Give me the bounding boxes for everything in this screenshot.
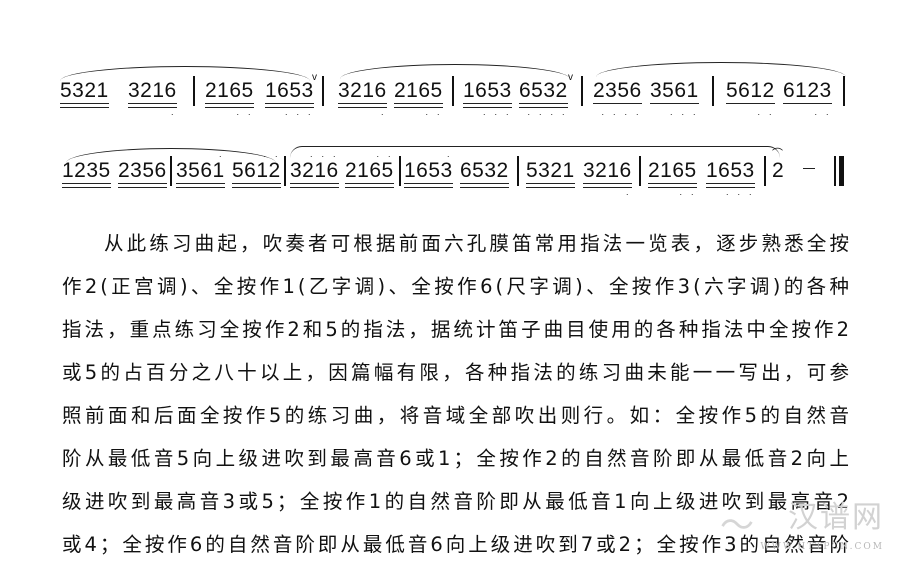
low-octave-dots: · — [380, 109, 387, 119]
note-group: 1653 · · · — [706, 159, 755, 199]
watermark-swirl-icon: 〜 — [720, 506, 754, 546]
high-octave-dots: · — [446, 151, 453, 161]
low-octave-dots: · · · · — [527, 109, 568, 119]
note-group: 3216 · — [128, 79, 177, 119]
slur — [340, 64, 570, 79]
low-octave-dots: · · — [425, 109, 443, 119]
low-octave-dots: · · — [679, 189, 697, 199]
note-group: · · · 3216 — [290, 152, 339, 194]
low-octave-dots: · · — [814, 109, 832, 119]
slur — [66, 148, 276, 163]
high-octave-dots: · · — [263, 151, 281, 161]
slur — [290, 146, 780, 161]
bar-line — [517, 156, 519, 186]
bar-line — [764, 156, 766, 186]
note-group: 3561 · · · — [650, 79, 699, 119]
note-group: · · 5612 — [232, 152, 281, 194]
note-group: 3216 · — [583, 159, 632, 199]
final-bar-line — [834, 156, 844, 186]
note-group: 2165 · · — [394, 79, 443, 119]
breath-mark: v — [312, 72, 317, 83]
low-octave-dots: · — [170, 109, 177, 119]
bar-line — [284, 156, 286, 186]
note-group: 2356 · · · · — [593, 79, 642, 119]
note-group: 5321 — [526, 160, 575, 194]
note-group: 6123 · · — [783, 79, 832, 119]
score-line-1: 5321 3216 · 2165 · · 1653 · · · v 3216 ·… — [0, 58, 906, 128]
note-group: 2356 — [118, 160, 167, 194]
high-octave-dots: · — [218, 151, 225, 161]
watermark-url: WWW.HTTPCN.COM — [760, 542, 884, 552]
bar-line — [452, 76, 454, 106]
low-octave-dots: · · · — [669, 109, 699, 119]
score-line-2: 1235 2356 · 3561 · · 5612 · · · 3216 · ·… — [0, 138, 906, 208]
explanation-text: 从此练习曲起，吹奏者可根据前面六孔膜笛常用指法一览表，逐步熟悉全按作2(正宫调)… — [62, 222, 852, 570]
bar-line — [843, 76, 845, 106]
low-octave-dots: · · — [757, 109, 775, 119]
note-group: 1653 · · · — [265, 79, 314, 119]
bar-line — [170, 156, 172, 186]
note-group: 6532 · · · · — [519, 79, 568, 119]
note-group: · 1653 — [404, 152, 453, 194]
note-group: 5321 — [60, 80, 109, 114]
note-group: · · 2165 — [345, 152, 394, 194]
high-octave-dots: · · · — [309, 151, 339, 161]
final-note: 2 — [772, 159, 784, 182]
high-octave-dots: · · — [376, 151, 394, 161]
note-group: · 3561 — [176, 152, 225, 194]
note-group: 1653 · · · — [463, 79, 512, 119]
breath-mark: v — [568, 72, 573, 83]
paragraph: 从此练习曲起，吹奏者可根据前面六孔膜笛常用指法一览表，逐步熟悉全按作2(正宫调)… — [62, 232, 852, 556]
low-octave-dots: · · · · — [601, 109, 642, 119]
note-group: 2165 · · — [205, 79, 254, 119]
low-octave-dots: · — [625, 189, 632, 199]
low-octave-dots: · · · — [725, 189, 755, 199]
bar-line — [581, 76, 583, 106]
watermark-logo: 汉谱网 — [788, 500, 884, 535]
bar-line — [193, 76, 195, 106]
note-group: 6532 — [460, 160, 509, 194]
note-group: 5612 · · — [726, 79, 775, 119]
bar-line — [322, 76, 324, 106]
watermark: 〜 汉谱网 WWW.HTTPCN.COM — [714, 492, 884, 552]
note-group: 1235 — [62, 160, 111, 194]
fermata-icon: ⌒ — [772, 147, 783, 160]
bar-line — [712, 76, 714, 106]
low-octave-dots: · · · — [284, 109, 314, 119]
low-octave-dots: · · · — [482, 109, 512, 119]
slur — [596, 62, 846, 77]
note-group: 3216 · — [338, 79, 387, 119]
bar-line — [399, 156, 401, 186]
sustain-dash — [803, 168, 815, 169]
low-octave-dots: · · — [236, 109, 254, 119]
note-group: 2165 · · — [648, 159, 697, 199]
slur — [60, 66, 310, 81]
bar-line — [639, 156, 641, 186]
